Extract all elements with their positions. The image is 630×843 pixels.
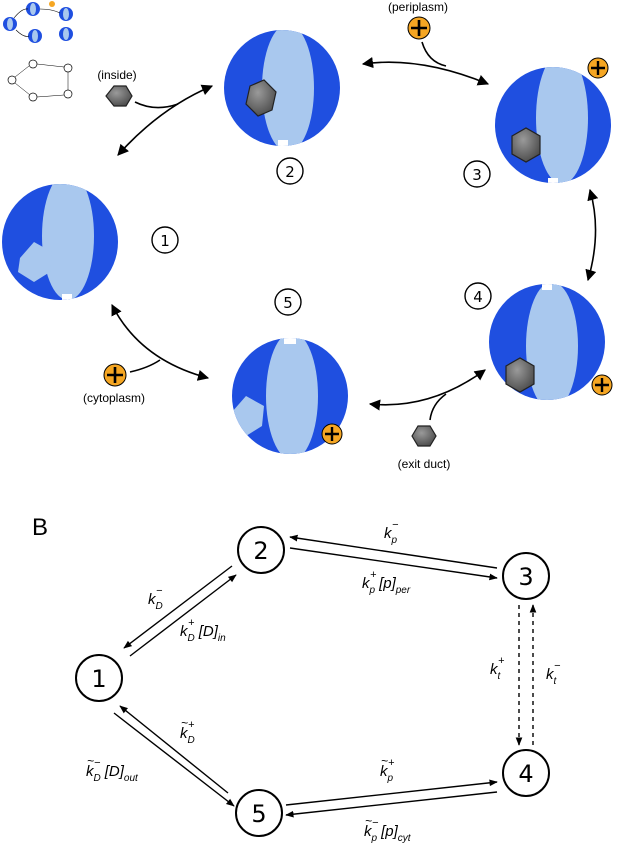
protein-state-1 [2,177,121,300]
state-number-5: 5 [274,288,302,316]
kinetic-state-5: 5 [235,789,283,837]
svg-text:+: + [498,655,505,667]
svg-text:kp: kp [384,525,398,546]
arrow-1-to-2-forward [129,574,237,657]
svg-text:2: 2 [253,537,268,565]
protein-state-3 [495,57,611,183]
svg-text:−: − [156,585,163,597]
free-proton-periplasm [407,16,431,40]
rate-kD-plus-tilde: kD ~ + [180,716,195,746]
rate-kp-plus-tilde: kp ~ + [380,754,395,784]
svg-text:1: 1 [91,665,106,693]
rate-kp-minus: kp − [384,519,399,546]
svg-text:2: 2 [285,163,295,181]
state-number-3: 3 [463,160,491,188]
svg-text:kD: kD [180,725,195,746]
rate-kD-plus-Din: kD[D]in + [180,617,226,644]
kinetic-state-2: 2 [237,526,285,574]
svg-text:−: − [392,519,399,531]
svg-text:+: + [188,719,195,731]
kinetic-state-4: 4 [502,749,550,797]
panel-a-arrows [111,41,599,421]
arrow-4-to-5-reverse [285,791,498,818]
arrow-inside-entry [134,101,179,109]
rate-kp-minus-tilde-pcyt: kp[p]cyt ~ − [364,814,412,843]
svg-text:4: 4 [473,288,483,306]
proton-ion [587,57,609,79]
svg-text:kt: kt [490,661,502,682]
svg-text:~: ~ [87,754,94,768]
free-drug-exit [411,425,437,447]
label-inside: (inside) [97,68,136,82]
svg-text:1: 1 [160,232,170,250]
svg-text:5: 5 [251,800,266,828]
panel-b-arrows [113,534,537,818]
arrow-2-to-3 [361,57,490,86]
svg-text:kD: kD [148,591,163,612]
svg-text:−: − [372,817,379,829]
svg-text:−: − [94,757,101,769]
label-exit-duct: (exit duct) [398,457,451,471]
svg-text:kD[D]in: kD[D]in [180,623,226,644]
svg-text:+: + [370,569,377,581]
svg-text:kD[D]out: kD[D]out [86,763,139,784]
proton-ion [321,423,343,445]
svg-text:−: − [554,660,561,672]
label-cytoplasm: (cytoplasm) [83,391,145,405]
svg-text:3: 3 [472,166,482,184]
arrow-2-to-3-forward [289,547,498,581]
arrow-periplasm-entry [421,41,447,67]
arrow-3-to-4 [585,188,599,282]
kinetic-state-3: 3 [502,552,550,600]
state-number-4: 4 [464,282,492,310]
arrow-1-to-2 [117,84,214,156]
svg-text:kp: kp [380,763,394,784]
free-drug-inside [105,85,133,107]
rate-kD-minus-tilde-Dout: kD[D]out ~ − [86,754,139,784]
label-periplasm: (periplasm) [388,0,448,14]
state-number-2: 2 [276,157,304,185]
drug-molecule [505,357,535,393]
svg-text:4: 4 [518,760,533,788]
svg-text:kp[p]per: kp[p]per [362,575,411,596]
svg-text:kt: kt [546,666,558,687]
svg-text:3: 3 [518,563,533,591]
arrow-1-to-5 [113,712,235,807]
free-proton-cytoplasm [103,363,127,387]
svg-text:+: + [188,617,195,629]
arrow-cytoplasm-entry [129,359,161,373]
protein-state-2 [224,23,343,146]
arrow-4-to-5 [368,369,486,411]
svg-text:+: + [388,757,395,769]
arrow-2-to-1-reverse [123,565,233,649]
rate-kt-minus: kt − [546,660,561,687]
protein-state-5 [232,338,348,454]
svg-text:~: ~ [181,716,188,730]
drug-molecule [245,79,277,117]
rate-kt-plus: kt + [490,655,505,682]
kinetic-state-1: 1 [75,654,123,702]
arrow-5-to-1 [119,705,229,794]
svg-text:kp[p]cyt: kp[p]cyt [364,823,412,843]
drug-molecule [511,127,541,163]
svg-text:~: ~ [365,814,372,828]
protein-state-4 [489,284,613,400]
svg-text:~: ~ [381,754,388,768]
panel-b-label: B [32,514,48,541]
arrow-1-to-5 [111,304,210,381]
state-number-1: 1 [151,226,179,254]
rate-kp-plus-pper: kp[p]per + [362,569,411,596]
arrow-3-to-2-reverse [289,534,498,569]
thumbnail-preview [0,0,80,104]
rate-kD-minus: kD − [148,585,163,612]
proton-ion [591,374,613,396]
arrow-exit-duct [429,393,447,421]
arrow-5-to-4-forward [285,779,498,806]
svg-text:5: 5 [283,294,293,312]
